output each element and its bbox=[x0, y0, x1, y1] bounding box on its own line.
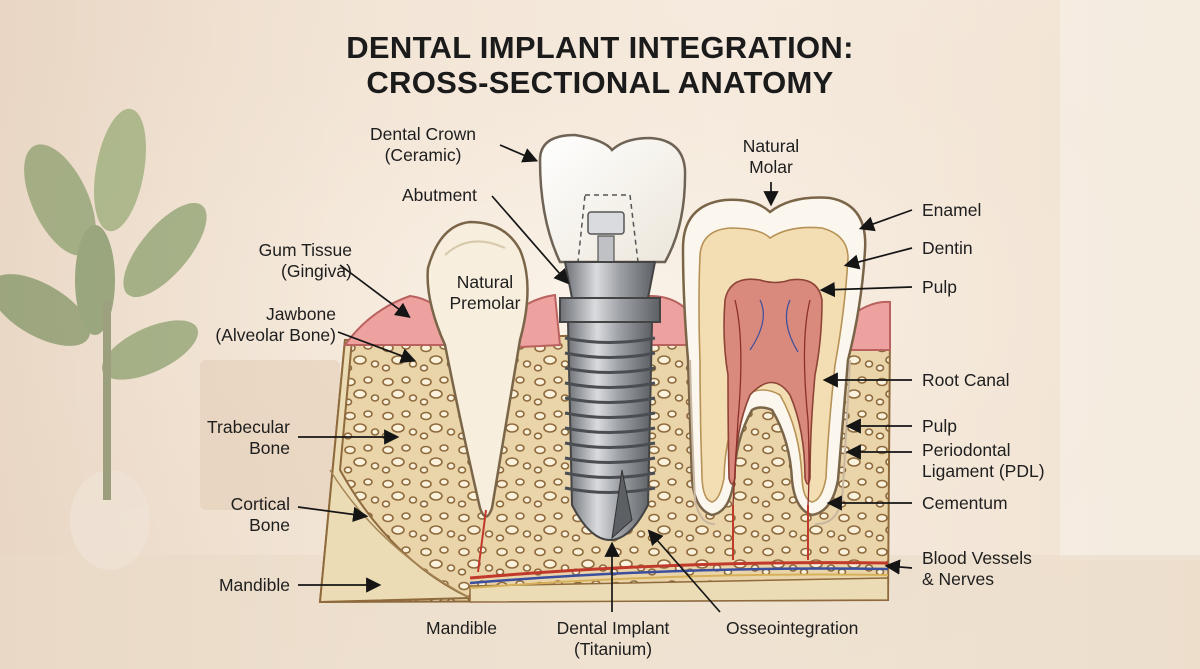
title-line-1: DENTAL IMPLANT INTEGRATION: bbox=[346, 30, 854, 65]
arrow-dentin bbox=[843, 247, 913, 270]
label-mandible-left: Mandible bbox=[218, 575, 290, 595]
arrow-cortical bbox=[297, 506, 369, 522]
implant-thread bbox=[564, 426, 656, 434]
arrow-gum bbox=[339, 264, 411, 319]
label-abutment: Abutment bbox=[402, 185, 477, 205]
implant-thread bbox=[564, 381, 656, 389]
label-blood-vessels: Blood Vessels& Nerves bbox=[922, 548, 1032, 589]
label-pulp-top: Pulp bbox=[922, 277, 958, 297]
background-plant bbox=[0, 108, 207, 570]
implant-thread bbox=[564, 486, 656, 494]
implant-thread bbox=[564, 471, 656, 479]
implant-thread bbox=[564, 456, 656, 464]
implant-thread bbox=[564, 411, 656, 419]
label-root-canal: Root Canal bbox=[922, 370, 1010, 390]
implant-thread bbox=[564, 366, 656, 374]
label-pulp-bottom: Pulp bbox=[922, 416, 958, 436]
natural-premolar-tooth bbox=[426, 220, 529, 573]
arrow-osseointegration bbox=[647, 529, 721, 613]
label-dental-implant: Dental Implant(Titanium) bbox=[556, 618, 670, 659]
arrow-crown bbox=[499, 144, 539, 163]
label-osseointegration: Osseointegration bbox=[726, 618, 859, 638]
arrow-abutment bbox=[491, 195, 570, 285]
natural-molar-tooth bbox=[681, 196, 867, 560]
label-cementum: Cementum bbox=[922, 493, 1008, 513]
label-gum-tissue: Gum Tissue(Gingiva) bbox=[258, 240, 352, 281]
window-light bbox=[1060, 0, 1200, 560]
implant-thread bbox=[564, 336, 656, 344]
background-cabinet bbox=[200, 360, 340, 510]
label-mandible-bottom: Mandible bbox=[426, 618, 498, 638]
arrow-blood-vessels bbox=[884, 559, 913, 575]
leader-lines bbox=[297, 144, 913, 613]
label-jawbone: Jawbone(Alveolar Bone) bbox=[215, 304, 336, 345]
title-line-2: CROSS-SECTIONAL ANATOMY bbox=[366, 65, 834, 100]
dental-implant bbox=[538, 133, 687, 542]
label-enamel: Enamel bbox=[922, 200, 982, 220]
label-dentin: Dentin bbox=[922, 238, 973, 258]
arrow-pulp-top bbox=[819, 281, 913, 298]
label-dental-crown: Dental Crown(Ceramic) bbox=[370, 124, 477, 165]
arrow-enamel bbox=[858, 209, 913, 232]
arrow-jawbone bbox=[337, 331, 417, 364]
implant-thread bbox=[564, 351, 656, 359]
implant-thread bbox=[564, 441, 656, 449]
implant-thread bbox=[564, 396, 656, 404]
